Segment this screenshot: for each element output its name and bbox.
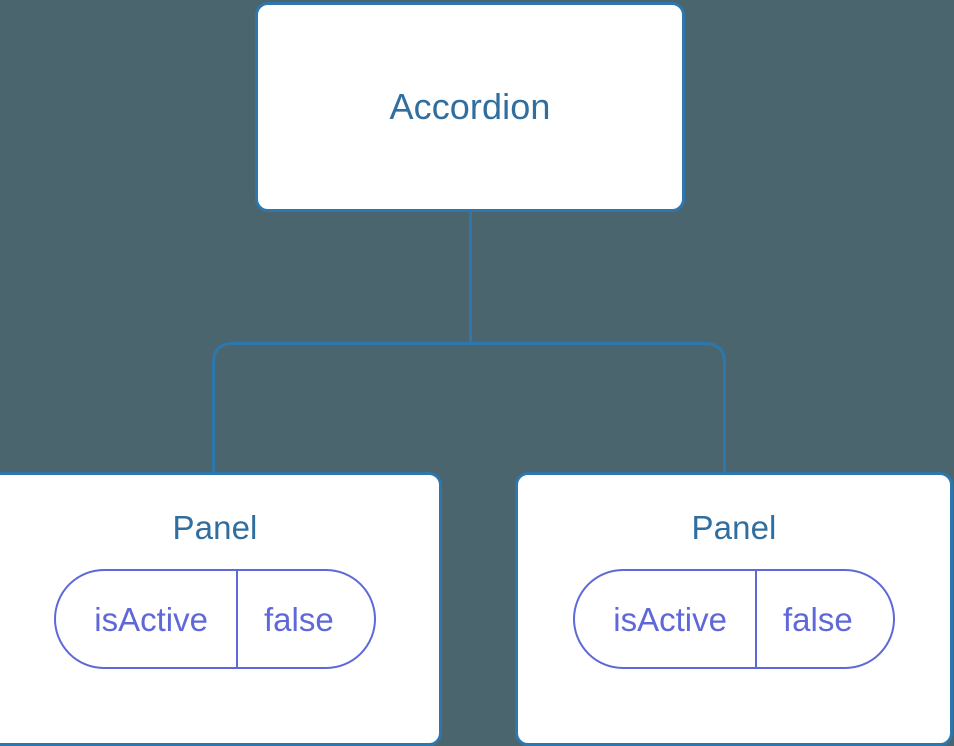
node-accordion-label: Accordion [389,86,551,127]
prop-pill-is-active-right[interactable]: isActive false [573,569,895,669]
prop-pill-is-active-left[interactable]: isActive false [54,569,376,669]
node-panel-left-label: Panel [172,509,258,546]
prop-key-is-active-left: isActive [56,571,238,667]
connector-branch-right [470,342,726,474]
prop-value-is-active-left: false [263,600,334,638]
prop-value-is-active-right: false [782,600,853,638]
node-panel-right-label: Panel [691,509,777,546]
node-panel-right[interactable]: Panel isActive false [515,472,953,746]
node-panel-left[interactable]: Panel isActive false [0,472,442,746]
node-accordion[interactable]: Accordion [255,2,685,212]
prop-key-is-active-right: isActive [575,571,757,667]
connector-branch-left [212,342,471,474]
